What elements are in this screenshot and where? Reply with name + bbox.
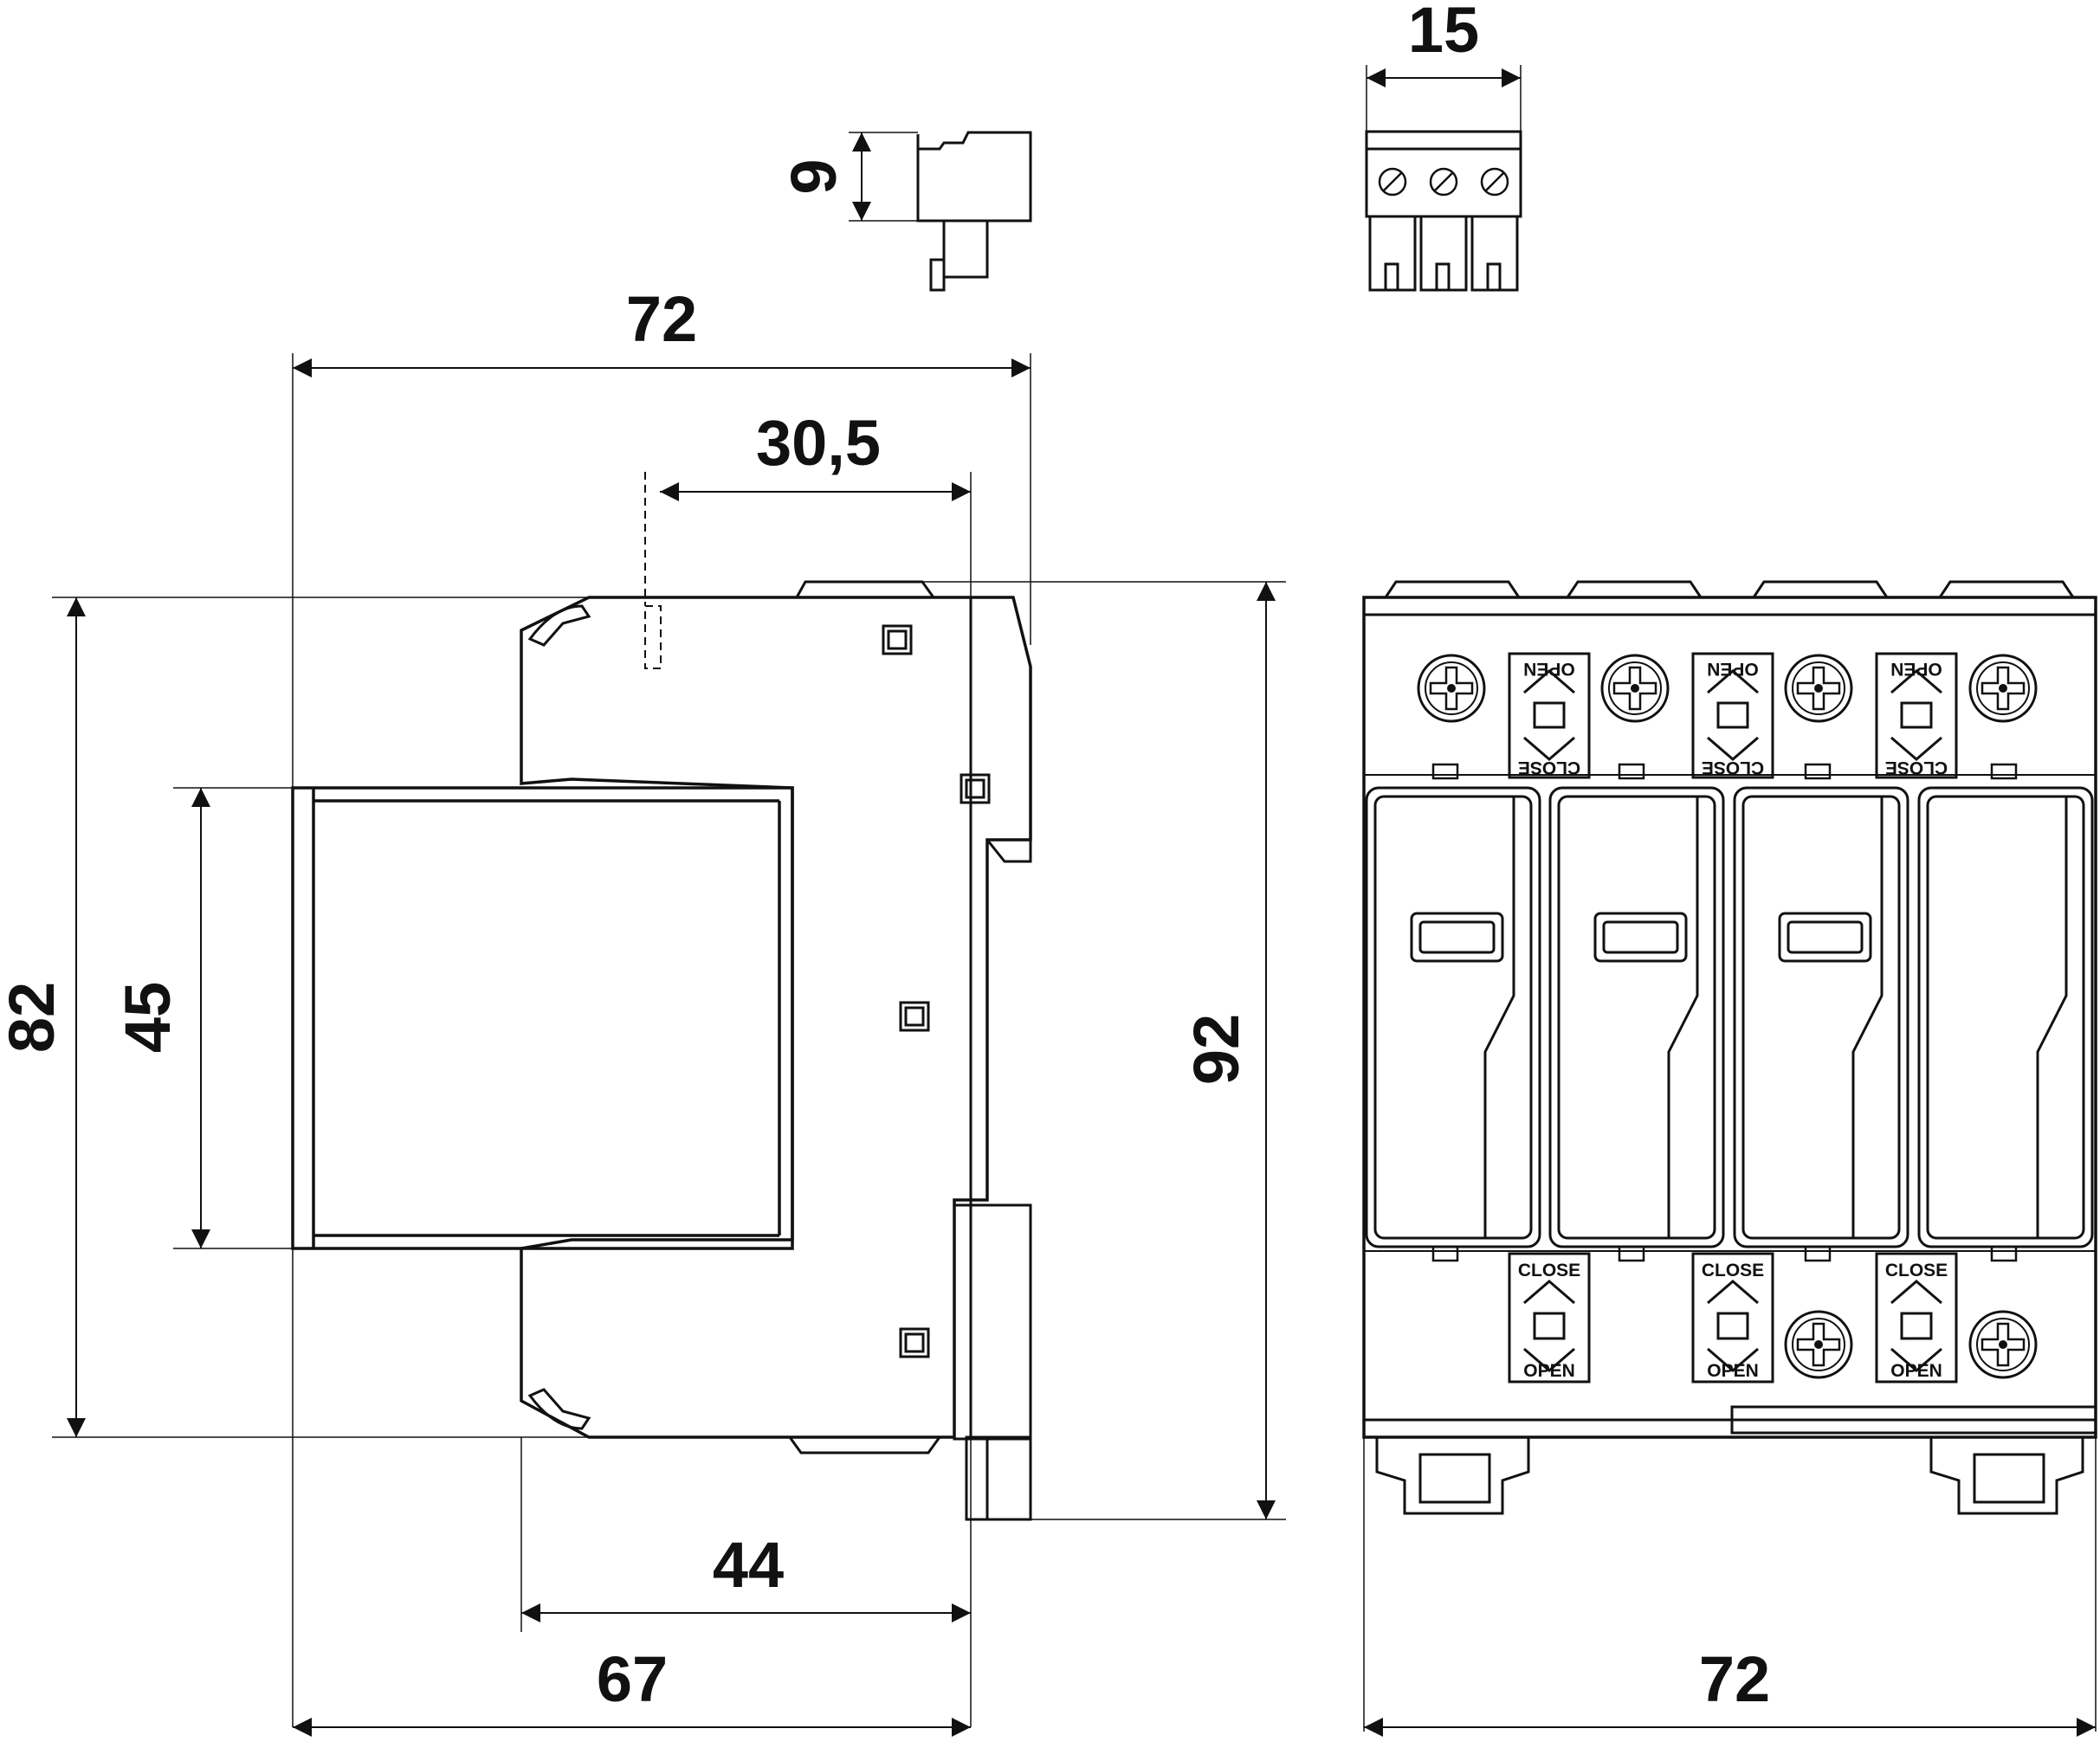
top-label-2: OPEN CLOSE <box>1691 652 1774 779</box>
svg-text:OPEN: OPEN <box>1707 1361 1759 1381</box>
dim-15: 15 <box>1408 0 1479 66</box>
svg-text:CLOSE: CLOSE <box>1702 758 1764 777</box>
screw-terminal-icon <box>1784 654 1853 723</box>
front-view: OPEN CLOSE OPEN CLOSE OPEN CLOSE CLOSE O… <box>1362 580 2097 1737</box>
connector-front-view: 15 <box>1365 0 1522 292</box>
connector-side-view: 9 <box>778 131 1032 292</box>
screw-terminal-icon <box>1968 654 2038 723</box>
connector-block <box>953 1203 1032 1521</box>
top-label-3: OPEN CLOSE <box>1875 652 1958 779</box>
dim-72-front: 72 <box>1699 1643 1770 1715</box>
top-label-1: OPEN CLOSE <box>1508 652 1591 779</box>
module-3 <box>1733 786 1909 1248</box>
hidden-feature <box>644 472 662 669</box>
svg-text:OPEN: OPEN <box>1523 659 1575 679</box>
rail-clip-left <box>1375 1437 1530 1515</box>
side-windows <box>882 624 991 1358</box>
extension-lines <box>52 353 1286 1727</box>
rail-clip-right <box>1929 1437 2084 1515</box>
front-block <box>291 786 794 1250</box>
svg-text:CLOSE: CLOSE <box>1702 1261 1764 1280</box>
dim-9: 9 <box>778 158 850 194</box>
module-2 <box>1548 786 1725 1248</box>
svg-text:CLOSE: CLOSE <box>1885 1261 1948 1280</box>
dim-67: 67 <box>597 1643 668 1715</box>
dim-72-top: 72 <box>626 283 697 355</box>
side-view: 72 30,5 82 45 92 44 67 <box>0 283 1286 1737</box>
module-4 <box>1917 786 2094 1248</box>
dim-82: 82 <box>0 982 68 1053</box>
svg-text:CLOSE: CLOSE <box>1885 758 1948 777</box>
svg-text:OPEN: OPEN <box>1890 659 1942 679</box>
dim-92: 92 <box>1180 1014 1252 1085</box>
front-housing <box>1362 596 2097 1439</box>
side-dimension-lines <box>67 358 1276 1737</box>
dim-45: 45 <box>112 982 184 1053</box>
screw-terminal-icon <box>1600 654 1670 723</box>
bottom-label-2: CLOSE OPEN <box>1691 1252 1774 1384</box>
bottom-label-1: CLOSE OPEN <box>1508 1252 1591 1384</box>
screw-terminal-icon <box>1968 1310 2038 1379</box>
bottom-label-3: CLOSE OPEN <box>1875 1252 1958 1384</box>
svg-text:OPEN: OPEN <box>1890 1361 1942 1381</box>
screw-terminal-icon <box>1784 1310 1853 1379</box>
svg-text:CLOSE: CLOSE <box>1518 758 1580 777</box>
svg-text:OPEN: OPEN <box>1523 1361 1575 1381</box>
dim-44: 44 <box>713 1529 784 1601</box>
screw-terminal-icon <box>1417 654 1486 723</box>
svg-text:CLOSE: CLOSE <box>1518 1261 1580 1280</box>
svg-text:OPEN: OPEN <box>1707 659 1759 679</box>
module-1 <box>1365 786 1541 1248</box>
dim-30-5: 30,5 <box>756 407 881 479</box>
